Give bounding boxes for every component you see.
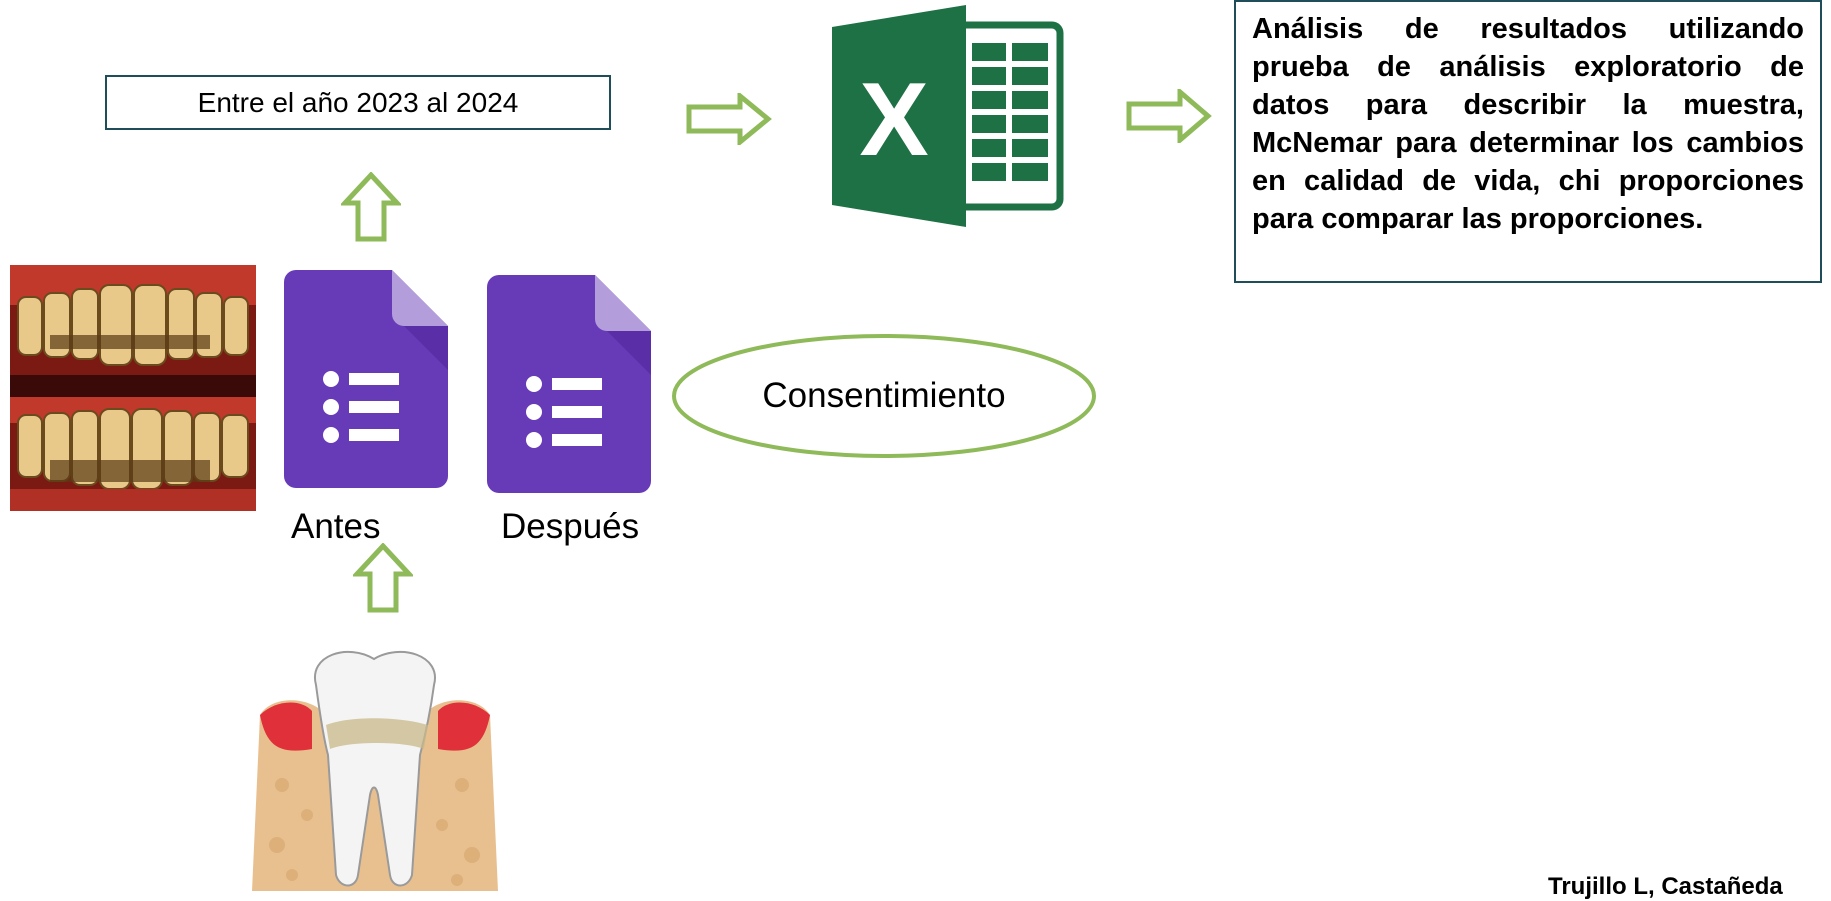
author-credit: Trujillo L, Castañeda (1548, 873, 1783, 900)
before-label: Antes (291, 507, 381, 546)
consent-ellipse (672, 334, 1096, 458)
consent-label: Consentimiento (762, 376, 1006, 415)
svg-text:X: X (859, 62, 928, 178)
google-forms-icon (284, 270, 448, 488)
periodontal-tooth-icon (252, 650, 498, 891)
analysis-description-box: Análisis de resultados utilizando prueba… (1234, 0, 1822, 283)
date-range-box: Entre el año 2023 al 2024 (105, 75, 611, 130)
analysis-description-text: Análisis de resultados utilizando prueba… (1252, 13, 1804, 235)
google-forms-icon (487, 275, 651, 493)
date-range-text: Entre el año 2023 al 2024 (197, 86, 519, 118)
arrow-right-icon (1126, 89, 1212, 143)
after-label: Después (501, 507, 640, 546)
arrow-up-icon (341, 172, 401, 242)
arrow-up-icon (353, 543, 413, 613)
excel-icon: X (832, 5, 1064, 227)
teeth-photo (10, 265, 256, 511)
arrow-right-icon (686, 93, 772, 145)
